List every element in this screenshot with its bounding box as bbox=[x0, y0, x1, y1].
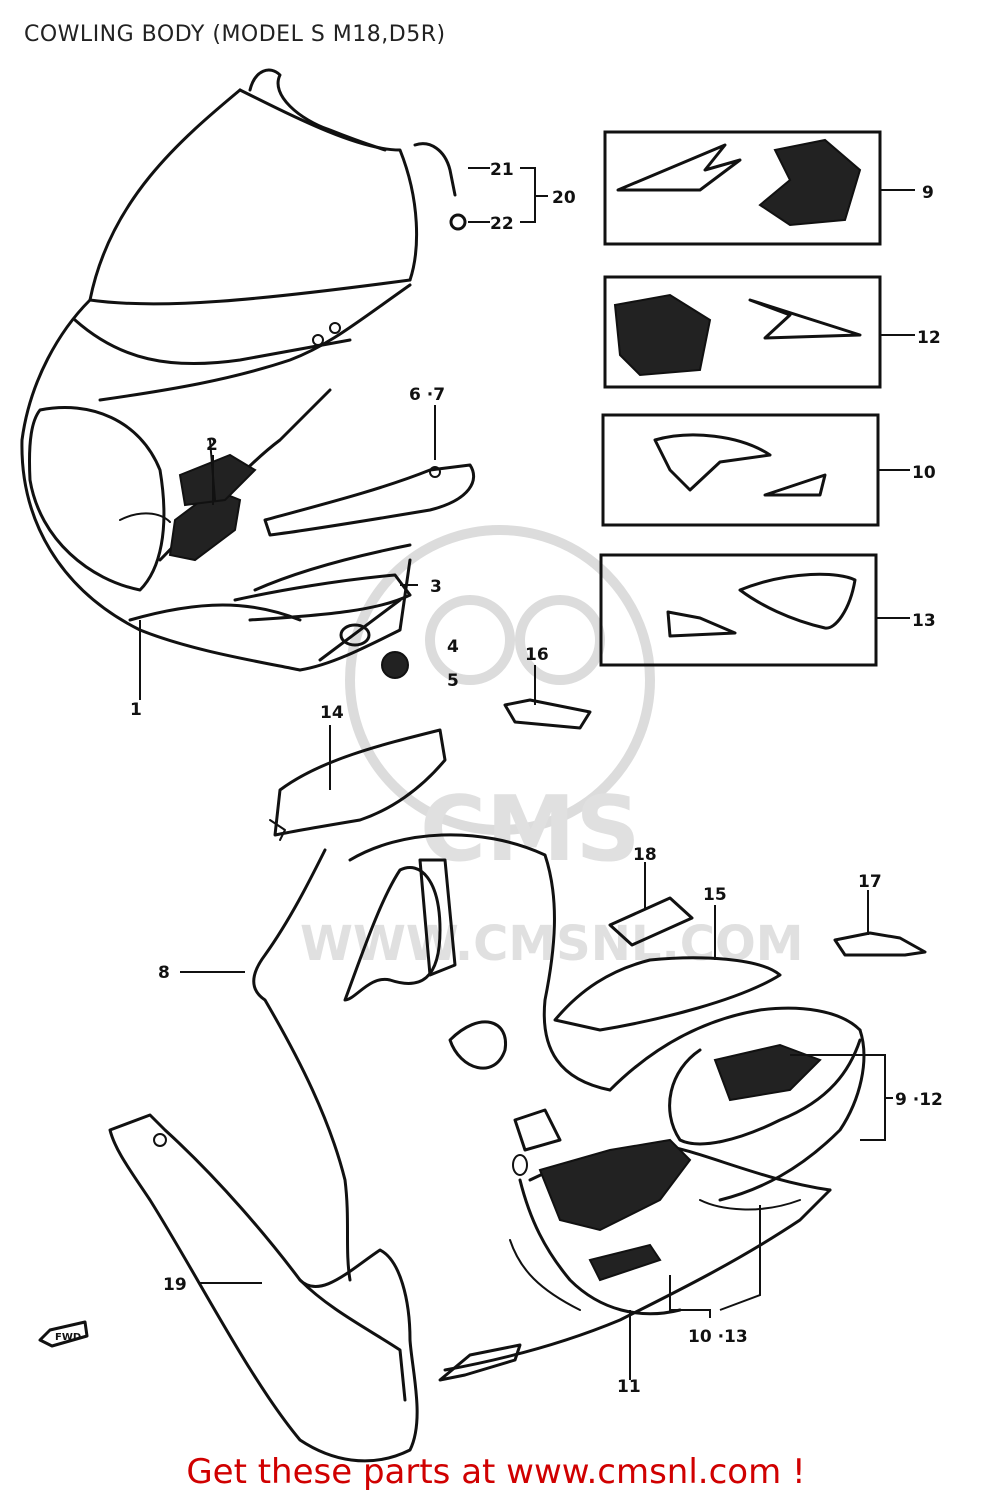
callout-3: 3 bbox=[430, 577, 442, 597]
callout-17: 17 bbox=[858, 872, 882, 892]
nut-4-5 bbox=[381, 651, 409, 679]
decal-box-13 bbox=[599, 553, 878, 667]
callout-5: 5 bbox=[447, 671, 459, 691]
watermark: CMS WWW.CMSNL.COM bbox=[300, 525, 804, 972]
callout-20: 20 bbox=[552, 188, 576, 208]
callout-1: 1 bbox=[130, 700, 142, 720]
decal-box-10 bbox=[601, 413, 880, 527]
callout-2: 2 bbox=[206, 435, 218, 455]
side-panel-19 bbox=[108, 1113, 419, 1463]
callouts: 1 2 3 4 5 6 ·7 8 9 10 11 12 13 14 15 16 … bbox=[130, 160, 943, 1397]
footer-link[interactable]: Get these parts at www.cmsnl.com ! bbox=[186, 1452, 806, 1492]
callout-9-12: 9 ·12 bbox=[895, 1090, 943, 1110]
callout-12: 12 bbox=[917, 328, 941, 348]
panel-15 bbox=[553, 956, 782, 1032]
callout-10: 10 bbox=[912, 463, 936, 483]
callout-15: 15 bbox=[703, 885, 727, 905]
leader-lines bbox=[139, 167, 915, 1380]
pad-18 bbox=[608, 896, 694, 947]
decal-box-9 bbox=[603, 130, 882, 246]
upper-cowling bbox=[20, 88, 419, 672]
page-title: COWLING BODY (MODEL S M18,D5R) bbox=[24, 22, 446, 47]
callout-18: 18 bbox=[633, 845, 657, 865]
callout-22: 22 bbox=[490, 214, 514, 234]
panel-14 bbox=[269, 728, 447, 841]
callout-13: 13 bbox=[912, 611, 936, 631]
decal-box-12 bbox=[603, 275, 882, 389]
bracket-16 bbox=[503, 698, 592, 730]
callout-11: 11 bbox=[617, 1377, 641, 1397]
callout-16: 16 bbox=[525, 645, 549, 665]
callout-6-7: 6 ·7 bbox=[409, 385, 445, 405]
inner-panel-6-7 bbox=[263, 463, 476, 537]
callout-8: 8 bbox=[158, 963, 170, 983]
fwd-arrow-icon: FWD bbox=[38, 1320, 89, 1348]
callout-4: 4 bbox=[447, 637, 459, 657]
fwd-label: FWD bbox=[55, 1332, 81, 1343]
callout-9: 9 bbox=[922, 183, 934, 203]
clip-17 bbox=[833, 931, 927, 957]
callout-10-13: 10 ·13 bbox=[688, 1327, 748, 1347]
callout-14: 14 bbox=[320, 703, 344, 723]
screen-trim bbox=[248, 68, 467, 231]
callout-19: 19 bbox=[163, 1275, 187, 1295]
callout-21: 21 bbox=[490, 160, 514, 180]
watermark-brand: CMS bbox=[420, 777, 640, 882]
lower-cowling bbox=[252, 833, 866, 1382]
